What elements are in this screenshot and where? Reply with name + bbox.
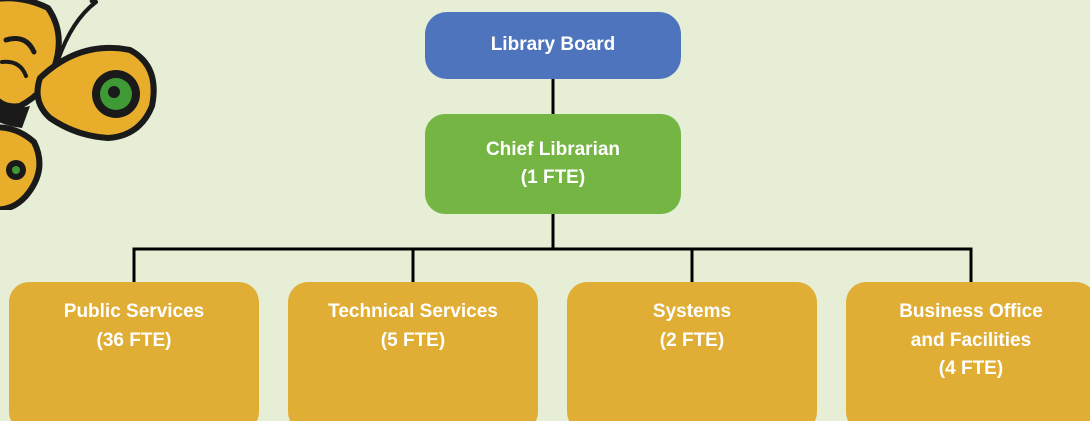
chief-librarian-node: Chief Librarian (1 FTE) — [425, 114, 681, 214]
technical-services-node: Technical Services (5 FTE) — [288, 282, 538, 421]
business-office-node: Business Office and Facilities (4 FTE) — [846, 282, 1090, 421]
butterfly-icon — [0, 0, 157, 210]
public-services-fte: (36 FTE) — [96, 329, 172, 351]
public-services-node: Public Services (36 FTE) — [9, 282, 259, 421]
systems-node: Systems (2 FTE) — [567, 282, 817, 421]
technical-services-fte: (5 FTE) — [380, 329, 446, 351]
technical-services-title: Technical Services — [328, 301, 498, 322]
business-office-title-line2: and Facilities — [910, 329, 1032, 351]
library-board-label: Library Board — [490, 34, 616, 56]
business-office-title-line1: Business Office — [899, 301, 1043, 322]
systems-fte: (2 FTE) — [659, 329, 725, 351]
chief-librarian-title: Chief Librarian — [485, 138, 621, 160]
systems-title: Systems — [652, 301, 732, 322]
library-board-node: Library Board — [425, 12, 681, 79]
public-services-title: Public Services — [63, 301, 205, 322]
business-office-fte: (4 FTE) — [938, 358, 1004, 379]
chief-librarian-fte: (1 FTE) — [520, 167, 586, 188]
